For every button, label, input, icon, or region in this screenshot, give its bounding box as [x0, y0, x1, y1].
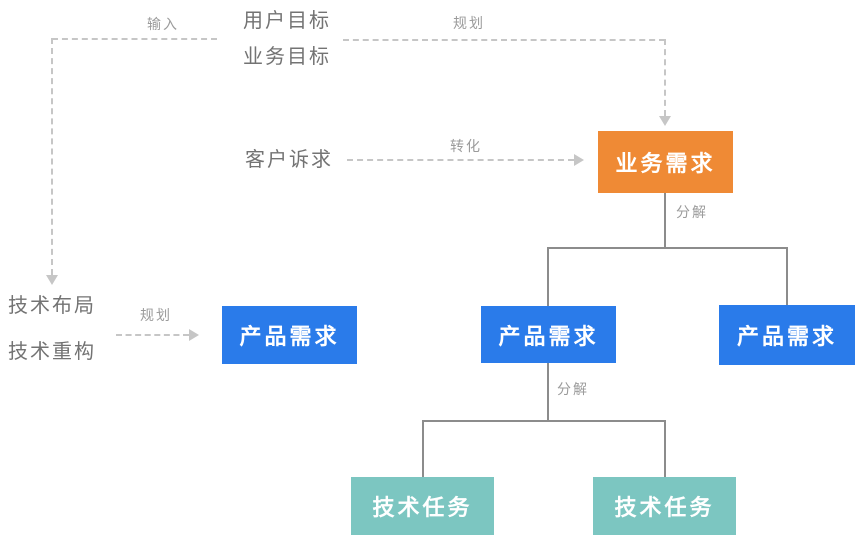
- customer-appeal-text: 客户诉求: [245, 149, 333, 171]
- input-dashed-line-horizontal: [52, 38, 217, 40]
- decompose-mid-edge-label: 分解: [557, 381, 589, 397]
- plan-top-edge-label: 规划: [453, 15, 485, 31]
- plan-left-arrowhead-icon: [189, 329, 199, 341]
- product-requirement-mid-node: 产品需求: [481, 306, 616, 363]
- branch1-right-drop-line: [786, 247, 788, 305]
- plan-left-dashed-line: [116, 334, 189, 336]
- tech-task-right-node: 技术任务: [593, 477, 736, 535]
- branch1-horizontal-line: [547, 247, 788, 249]
- transform-edge-label: 转化: [450, 138, 482, 154]
- input-arrowhead-icon: [46, 275, 58, 285]
- tech-refactor-text: 技术重构: [8, 341, 96, 363]
- plan-dashed-line-horizontal: [343, 39, 665, 41]
- product-requirement-left-node: 产品需求: [222, 306, 357, 364]
- branch1-left-drop-line: [547, 247, 549, 306]
- business-goal-text: 业务目标: [243, 46, 331, 68]
- transform-dashed-line: [347, 159, 574, 161]
- user-goal-text: 用户目标: [243, 10, 331, 32]
- tech-layout-text: 技术布局: [8, 295, 96, 317]
- branch2-horizontal-line: [422, 420, 666, 422]
- plan-arrowhead-icon: [659, 116, 671, 126]
- plan-dashed-line-vertical: [664, 39, 666, 116]
- business-requirement-node: 业务需求: [598, 131, 733, 193]
- input-edge-label: 输入: [147, 16, 179, 32]
- input-dashed-line-vertical: [51, 38, 53, 275]
- branch2-right-drop-line: [664, 420, 666, 477]
- transform-arrowhead-icon: [574, 154, 584, 166]
- decompose-mid-stem-line: [547, 363, 549, 421]
- branch2-left-drop-line: [422, 420, 424, 477]
- tech-task-left-node: 技术任务: [351, 477, 494, 535]
- plan-left-edge-label: 规划: [140, 307, 172, 323]
- decompose-top-stem-line: [664, 193, 666, 248]
- product-requirement-right-node: 产品需求: [719, 305, 855, 365]
- decompose-top-edge-label: 分解: [676, 204, 708, 220]
